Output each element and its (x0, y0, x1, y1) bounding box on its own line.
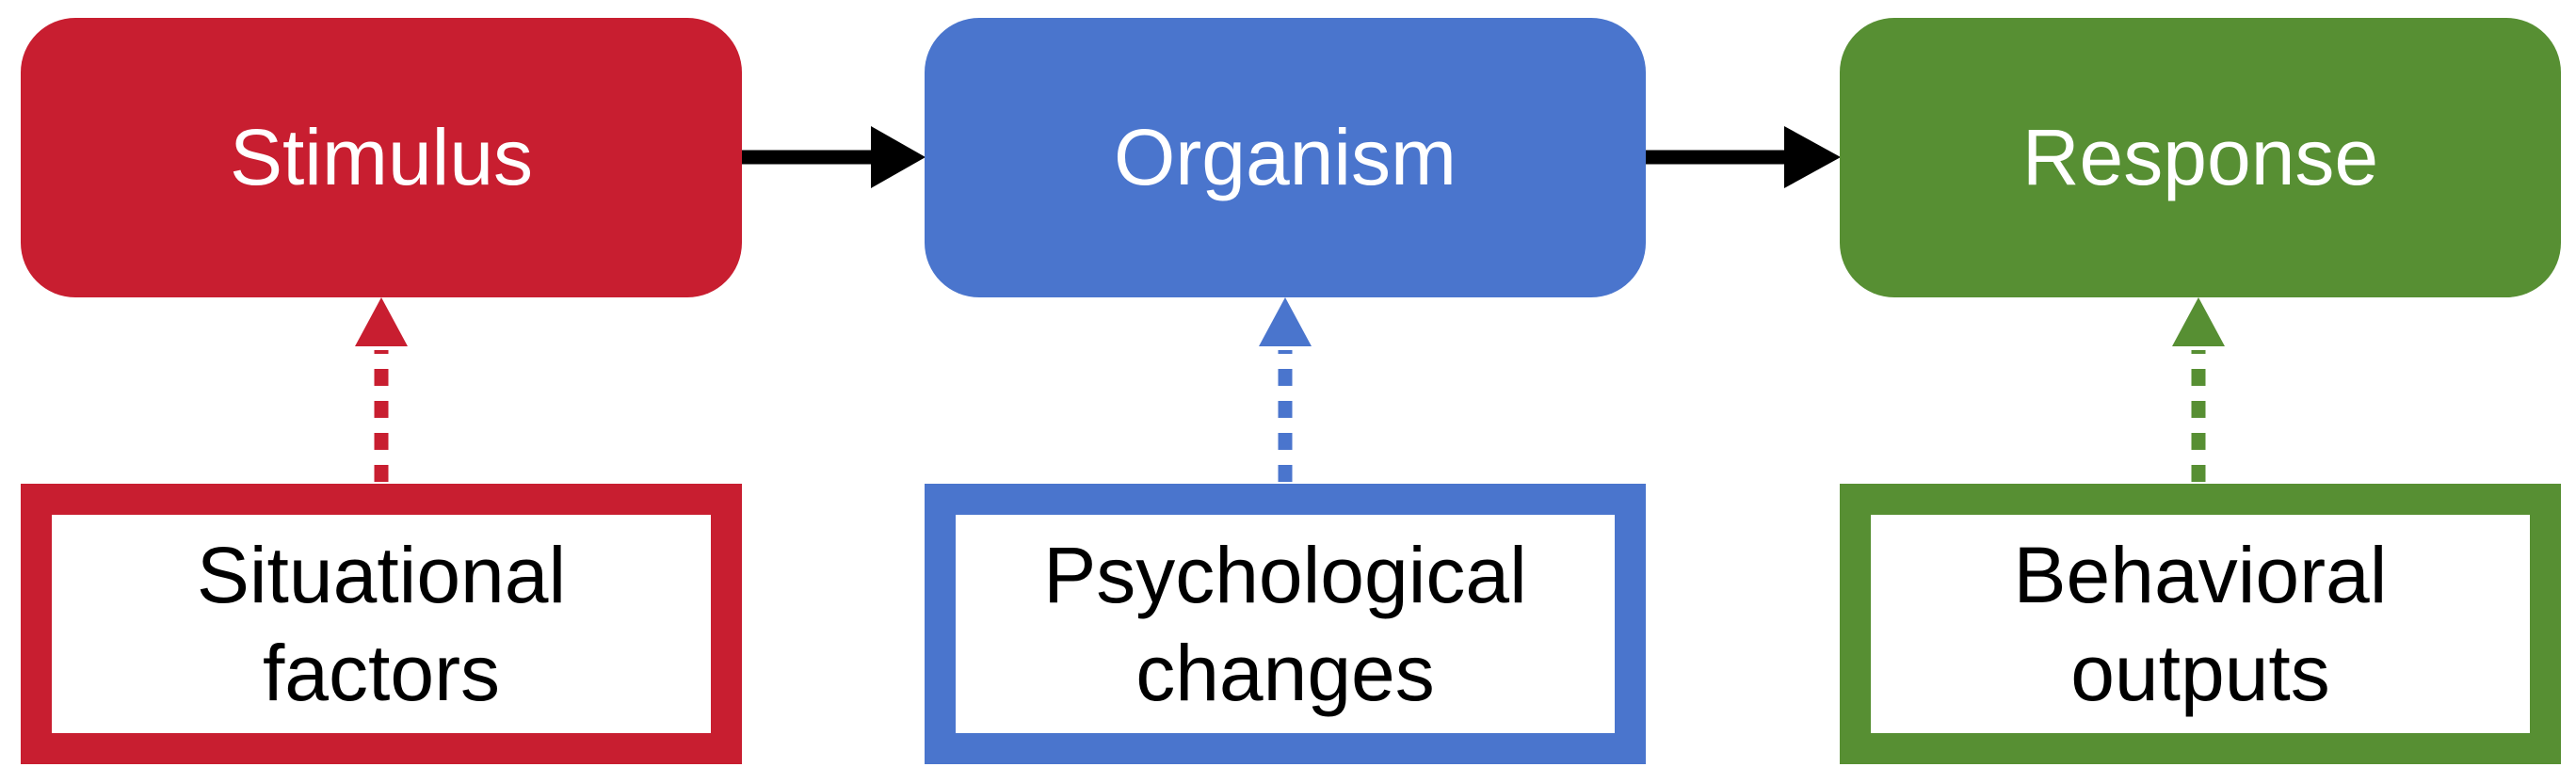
dotted-arrow-situational-to-stimulus (355, 297, 408, 482)
dotted-arrow-psychological-to-organism (1259, 297, 1312, 482)
behavioral-outputs-box: Behavioral outputs (1840, 484, 2561, 764)
organism-box: Organism (925, 18, 1646, 297)
behavioral-outputs-label: Behavioral outputs (2013, 531, 2388, 717)
situational-factors-box: Situational factors (21, 484, 742, 764)
response-label: Response (2021, 113, 2379, 201)
organism-label: Organism (1113, 113, 1457, 201)
stimulus-box: Stimulus (21, 18, 742, 297)
psychological-changes-label: Psychological changes (1043, 531, 1527, 717)
arrow-stimulus-to-organism (740, 126, 926, 188)
situational-factors-label: Situational factors (196, 531, 567, 717)
arrow-organism-to-response (1642, 126, 1841, 188)
response-box: Response (1840, 18, 2561, 297)
stimulus-label: Stimulus (229, 113, 534, 201)
dotted-arrow-behavioral-to-response (2172, 297, 2225, 482)
psychological-changes-box: Psychological changes (925, 484, 1646, 764)
